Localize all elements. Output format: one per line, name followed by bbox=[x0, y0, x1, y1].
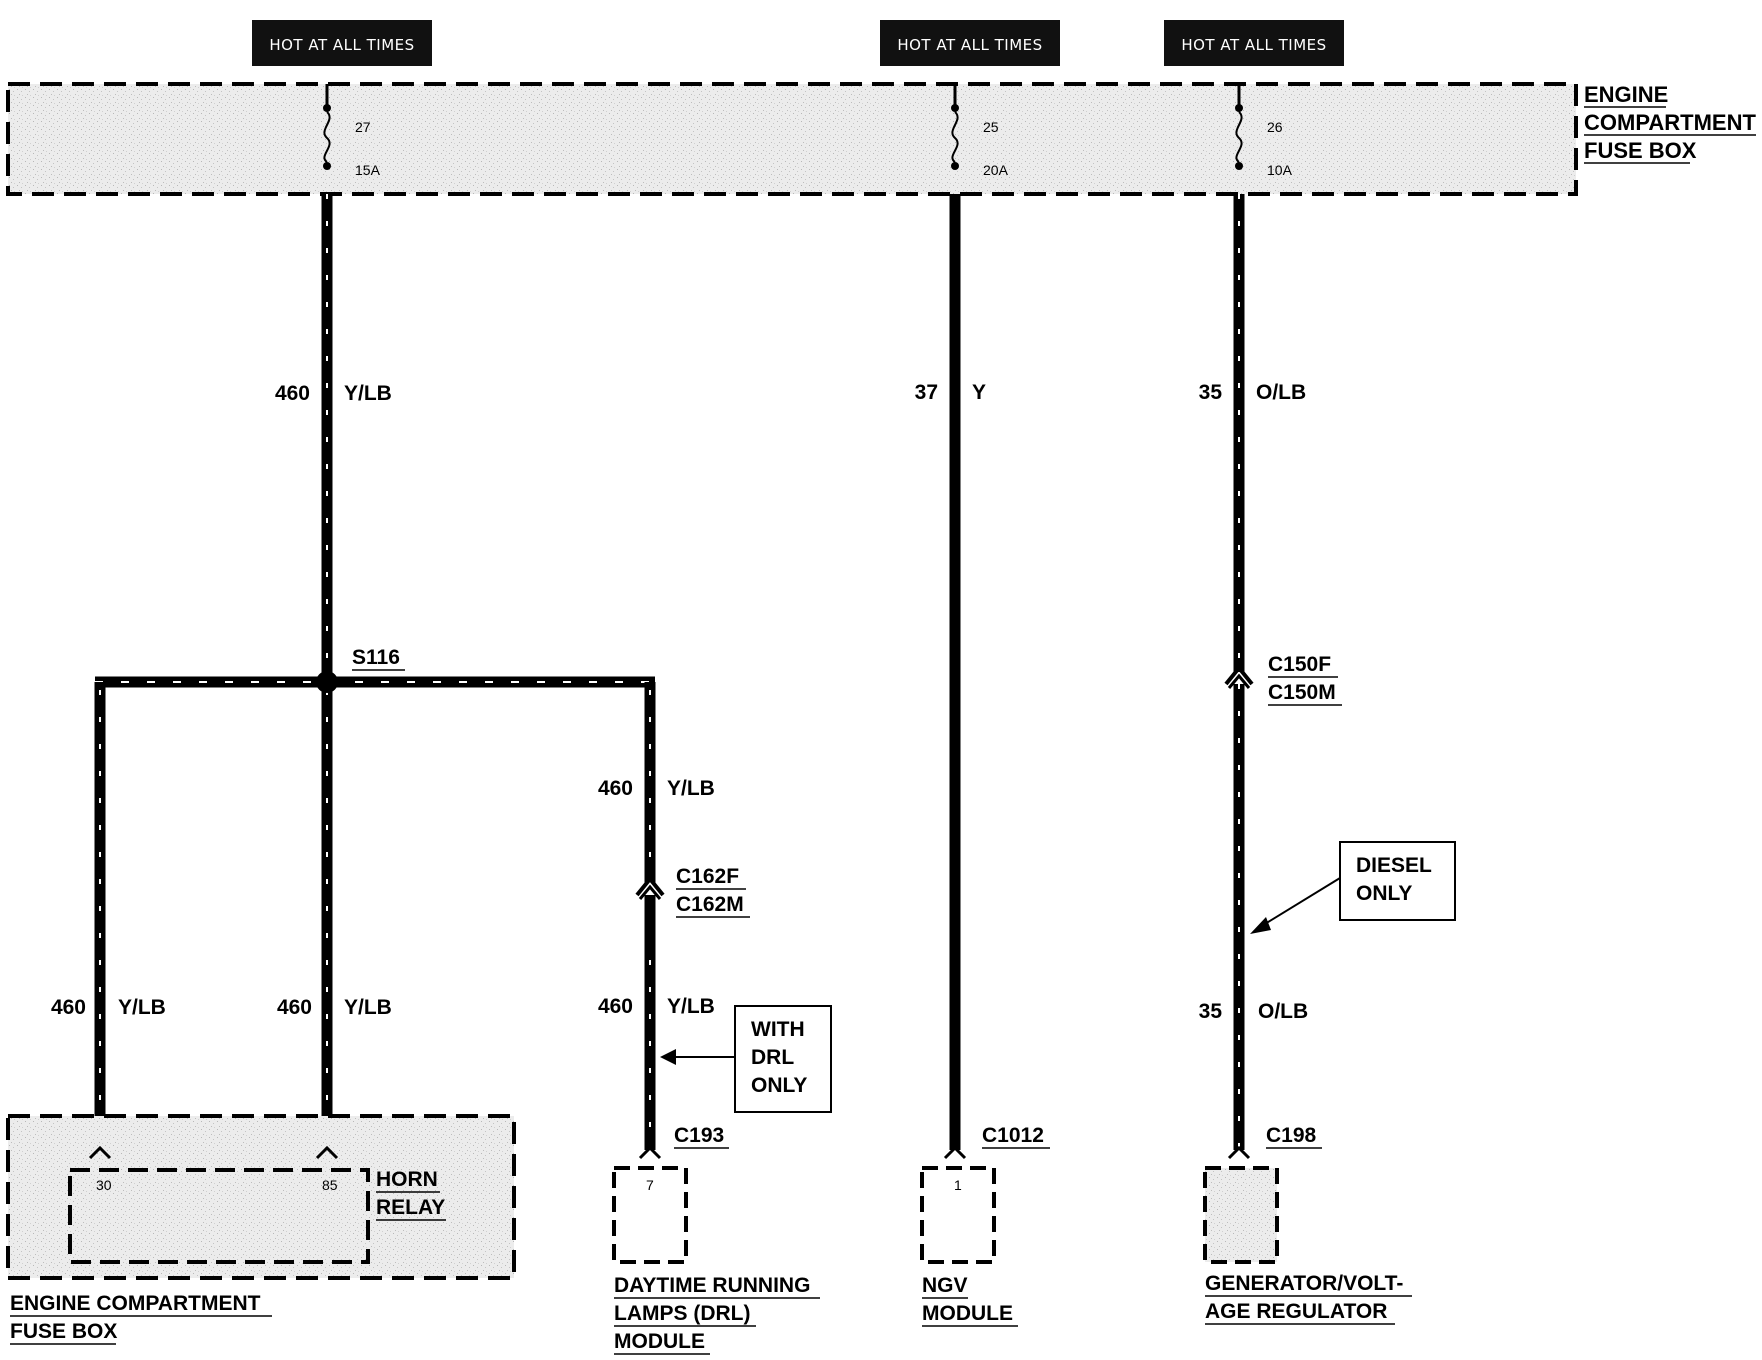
horn-relay-pin-85: 85 bbox=[315, 1145, 339, 1193]
with-drl-only-arrow bbox=[660, 1049, 735, 1065]
color-label-37: Y bbox=[972, 381, 986, 404]
svg-text:ENGINE: ENGINE bbox=[1584, 82, 1668, 107]
connector-c162-symbol bbox=[635, 875, 665, 900]
svg-text:C150M: C150M bbox=[1268, 681, 1336, 704]
svg-text:ONLY: ONLY bbox=[1356, 882, 1412, 905]
circuit-label-35-lower: 35 bbox=[1199, 1000, 1223, 1023]
svg-text:C150F: C150F bbox=[1268, 653, 1331, 676]
color-label-460-center: Y/LB bbox=[344, 996, 392, 1019]
svg-text:NGV: NGV bbox=[922, 1274, 968, 1297]
diesel-only-arrow bbox=[1250, 877, 1341, 934]
svg-text:C162F: C162F bbox=[676, 865, 739, 888]
svg-text:27: 27 bbox=[355, 119, 371, 135]
fuse-25: 25 20A bbox=[951, 84, 1009, 178]
circuit-label-37: 37 bbox=[915, 381, 938, 404]
svg-text:WITH: WITH bbox=[751, 1018, 805, 1041]
circuit-label-460-left: 460 bbox=[51, 996, 86, 1019]
fuse-26: 26 10A bbox=[1235, 84, 1293, 178]
svg-text:ENGINE COMPARTMENT: ENGINE COMPARTMENT bbox=[10, 1292, 261, 1315]
svg-text:DIESEL: DIESEL bbox=[1356, 854, 1432, 877]
splice-s116-dot bbox=[316, 671, 338, 693]
svg-text:AGE REGULATOR: AGE REGULATOR bbox=[1205, 1300, 1387, 1323]
generator-label: GENERATOR/VOLT- AGE REGULATOR bbox=[1205, 1272, 1412, 1325]
engine-compartment-fuse-box-top bbox=[6, 82, 1578, 196]
circuit-label-35-upper: 35 bbox=[1199, 381, 1223, 404]
color-label-35-upper: O/LB bbox=[1256, 381, 1306, 404]
connector-c162-label: C162F C162M bbox=[676, 865, 750, 918]
connector-c198: C198 bbox=[1227, 1124, 1322, 1160]
svg-text:26: 26 bbox=[1267, 119, 1283, 135]
svg-text:MODULE: MODULE bbox=[922, 1302, 1013, 1325]
svg-text:15A: 15A bbox=[355, 162, 381, 178]
circuit-label-460-center: 460 bbox=[277, 996, 312, 1019]
ngv-module-pin-1: 1 bbox=[954, 1177, 962, 1193]
circuit-label-460-main: 460 bbox=[275, 382, 310, 405]
drl-module-box bbox=[612, 1166, 688, 1264]
fuse-box-top-label: ENGINE COMPARTMENT FUSE BOX bbox=[1584, 82, 1756, 164]
svg-text:S116: S116 bbox=[352, 646, 400, 669]
svg-text:HOT AT ALL TIMES: HOT AT ALL TIMES bbox=[1181, 36, 1326, 54]
fuse-27: 27 15A bbox=[323, 84, 381, 178]
splice-s116-label: S116 bbox=[352, 646, 405, 671]
svg-text:LAMPS (DRL): LAMPS (DRL) bbox=[614, 1302, 750, 1325]
drl-module-pin-7: 7 bbox=[646, 1177, 654, 1193]
svg-text:GENERATOR/VOLT-: GENERATOR/VOLT- bbox=[1205, 1272, 1403, 1295]
ngv-module-box bbox=[920, 1166, 996, 1264]
svg-text:RELAY: RELAY bbox=[376, 1196, 445, 1219]
svg-text:25: 25 bbox=[983, 119, 999, 135]
svg-text:ONLY: ONLY bbox=[751, 1074, 807, 1097]
drl-module-label: DAYTIME RUNNING LAMPS (DRL) MODULE bbox=[614, 1274, 820, 1355]
svg-text:MODULE: MODULE bbox=[614, 1330, 705, 1353]
connector-c193: C193 bbox=[638, 1124, 729, 1160]
svg-text:HOT AT ALL TIMES: HOT AT ALL TIMES bbox=[269, 36, 414, 54]
color-label-35-lower: O/LB bbox=[1258, 1000, 1308, 1023]
ngv-module-label: NGV MODULE bbox=[922, 1274, 1018, 1327]
hot-at-all-times-tag-2: HOT AT ALL TIMES bbox=[880, 20, 1060, 66]
with-drl-only-note: WITH DRL ONLY bbox=[734, 1005, 832, 1113]
connector-c150-label: C150F C150M bbox=[1268, 653, 1342, 706]
svg-text:FUSE BOX: FUSE BOX bbox=[10, 1320, 117, 1343]
color-label-460-main: Y/LB bbox=[344, 382, 392, 405]
color-label-460-right-upper: Y/LB bbox=[667, 777, 715, 800]
horn-relay-pin-30: 30 bbox=[88, 1145, 112, 1193]
svg-text:C162M: C162M bbox=[676, 893, 744, 916]
horn-relay bbox=[68, 1168, 370, 1264]
svg-text:COMPARTMENT: COMPARTMENT bbox=[1584, 110, 1756, 135]
svg-text:DRL: DRL bbox=[751, 1046, 794, 1069]
svg-text:HOT AT ALL TIMES: HOT AT ALL TIMES bbox=[897, 36, 1042, 54]
svg-text:20A: 20A bbox=[983, 162, 1009, 178]
svg-text:85: 85 bbox=[322, 1177, 338, 1193]
horn-relay-label: HORN RELAY bbox=[376, 1168, 446, 1221]
circuit-label-460-right-lower: 460 bbox=[598, 995, 633, 1018]
connector-c150-symbol bbox=[1224, 664, 1254, 689]
connector-c1012: C1012 bbox=[943, 1124, 1050, 1160]
svg-text:FUSE BOX: FUSE BOX bbox=[1584, 138, 1697, 163]
hot-at-all-times-tag-3: HOT AT ALL TIMES bbox=[1164, 20, 1344, 66]
svg-text:HORN: HORN bbox=[376, 1168, 438, 1191]
circuit-label-460-right-upper: 460 bbox=[598, 777, 633, 800]
color-label-460-right-lower: Y/LB bbox=[667, 995, 715, 1018]
svg-text:C198: C198 bbox=[1266, 1124, 1317, 1147]
color-label-460-left: Y/LB bbox=[118, 996, 166, 1019]
svg-text:C193: C193 bbox=[674, 1124, 724, 1147]
svg-text:10A: 10A bbox=[1267, 162, 1293, 178]
diesel-only-note: DIESEL ONLY bbox=[1339, 841, 1456, 921]
svg-text:DAYTIME RUNNING: DAYTIME RUNNING bbox=[614, 1274, 810, 1297]
fuse-box-bottom-label: ENGINE COMPARTMENT FUSE BOX bbox=[10, 1292, 272, 1345]
svg-text:30: 30 bbox=[96, 1177, 112, 1193]
generator-box bbox=[1203, 1166, 1279, 1264]
svg-text:C1012: C1012 bbox=[982, 1124, 1044, 1147]
hot-at-all-times-tag-1: HOT AT ALL TIMES bbox=[252, 20, 432, 66]
